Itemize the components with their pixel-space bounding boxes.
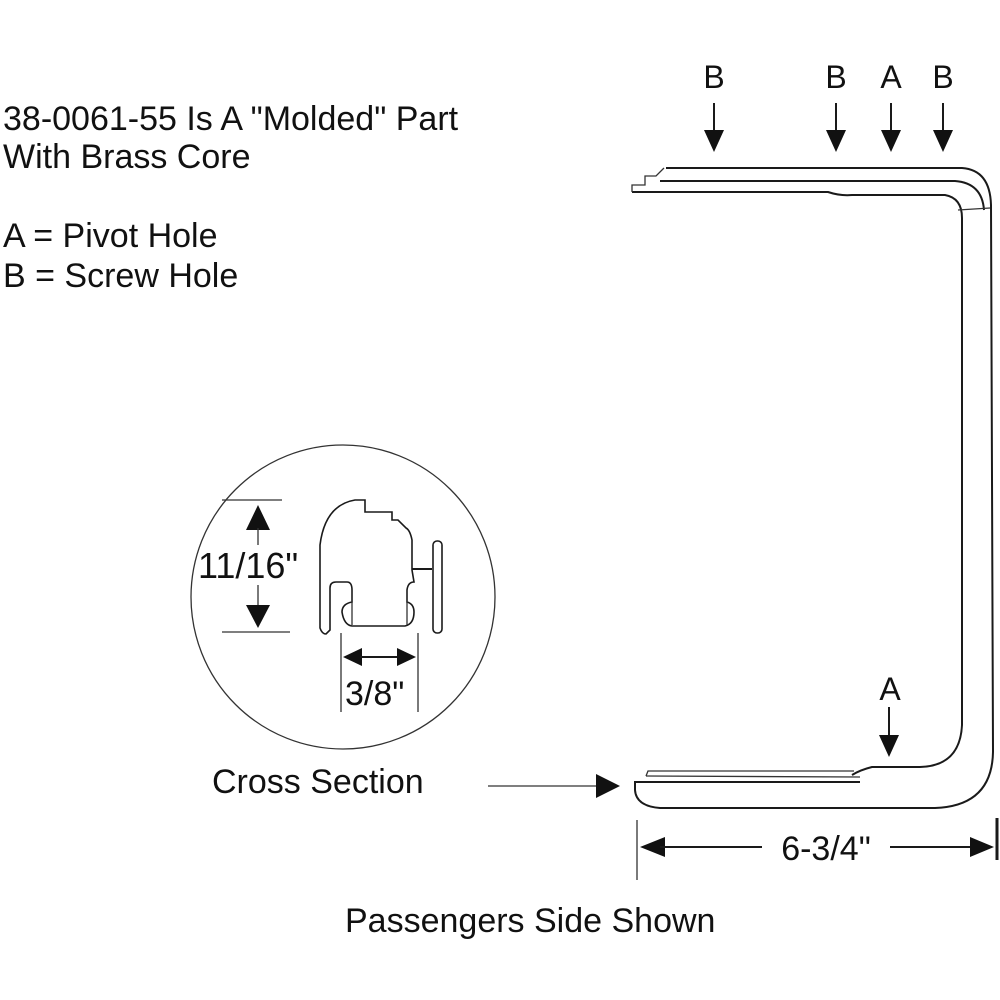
marker-label: B: [932, 59, 953, 95]
top-marker-b1: B: [703, 59, 725, 152]
length-dimension: 6-3/4": [636, 818, 999, 880]
arrow-right-icon: [397, 648, 416, 666]
cross-section-detail: 11/16" 3/8": [190, 444, 496, 750]
arrow-down-icon: [881, 130, 901, 152]
bottom-marker-a: A: [879, 671, 901, 757]
arrow-down-icon: [826, 130, 846, 152]
arrow-right-icon: [596, 774, 620, 798]
top-marker-b2: B: [825, 59, 847, 152]
arrow-down-icon: [246, 605, 270, 628]
width-dimension: 3/8": [345, 675, 404, 713]
marker-label: A: [879, 671, 901, 707]
marker-label: A: [880, 59, 902, 95]
top-marker-a: A: [880, 59, 902, 152]
part-description-line1: 38-0061-55 Is A "Molded" Part: [3, 100, 459, 138]
arrow-left-icon: [640, 837, 665, 857]
length-value: 6-3/4": [781, 830, 871, 868]
arrow-right-icon: [970, 837, 994, 857]
legend-pivot-hole: A = Pivot Hole: [3, 217, 218, 255]
arrow-down-icon: [879, 735, 899, 757]
arrow-up-icon: [246, 505, 270, 530]
marker-label: B: [825, 59, 846, 95]
part-description-line2: With Brass Core: [3, 138, 251, 176]
height-dimension: 11/16": [198, 545, 298, 586]
top-marker-b3: B: [932, 59, 954, 152]
arrow-down-icon: [704, 130, 724, 152]
arrow-left-icon: [343, 648, 362, 666]
cross-section-label: Cross Section: [212, 763, 424, 801]
caption: Passengers Side Shown: [345, 902, 715, 940]
arrow-down-icon: [933, 130, 953, 152]
molding-profile: [631, 167, 995, 809]
legend-screw-hole: B = Screw Hole: [3, 257, 238, 295]
marker-label: B: [703, 59, 724, 95]
